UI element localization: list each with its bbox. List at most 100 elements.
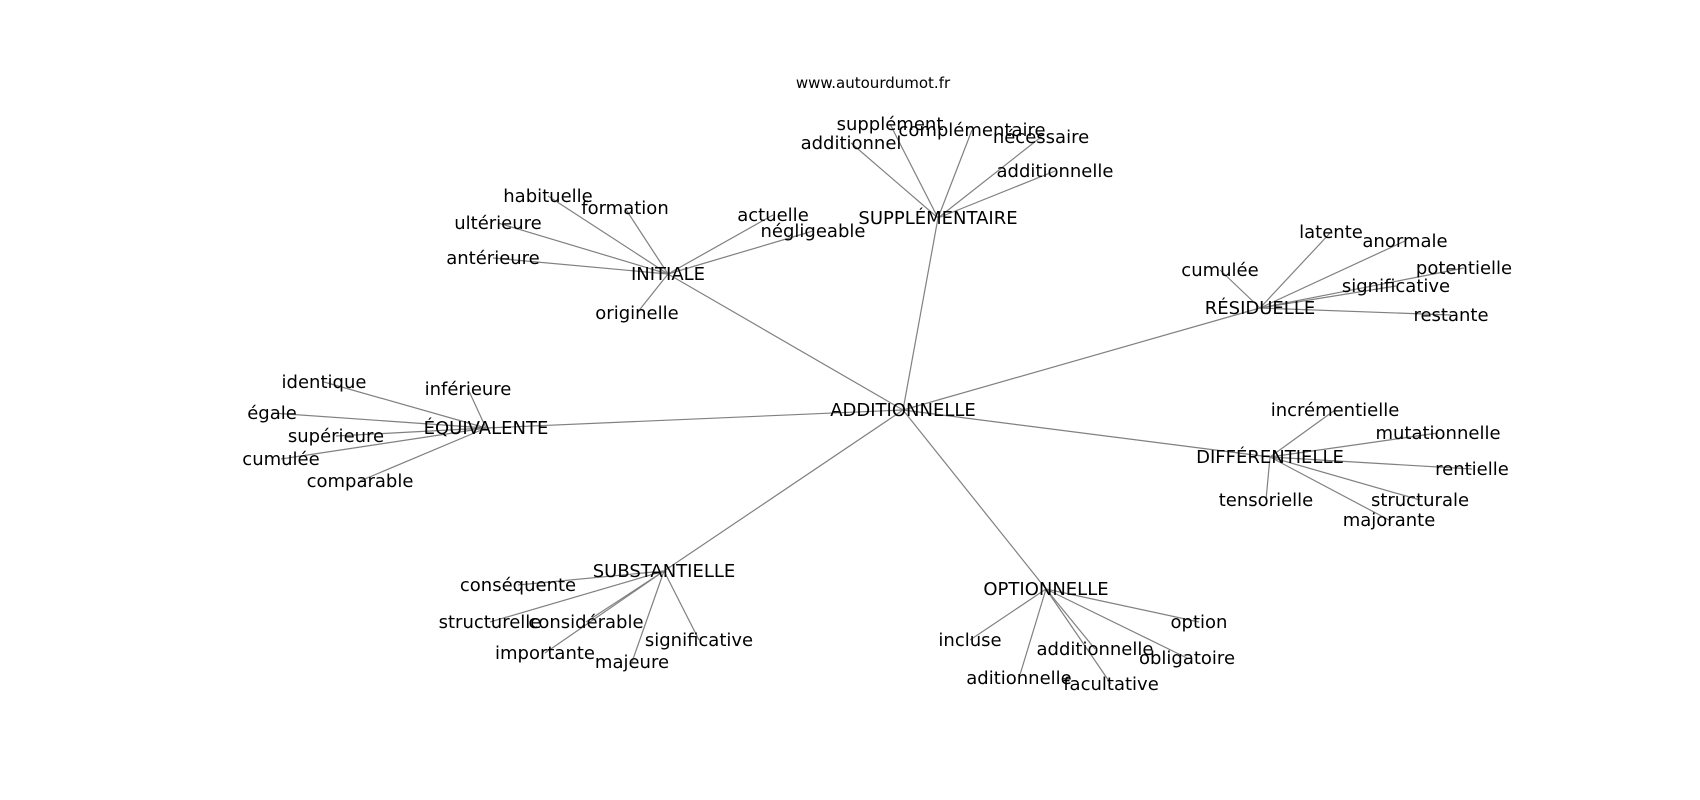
- leaf-word: anormale: [1362, 231, 1447, 252]
- leaf-word: incluse: [938, 630, 1001, 651]
- edge-hub-to-leaf: [1219, 269, 1261, 309]
- hub-word: SUPPLÉMENTAIRE: [858, 207, 1017, 229]
- edge-hub-to-leaf: [969, 588, 1047, 641]
- edge-hub-to-leaf: [335, 427, 487, 437]
- labels: ADDITIONNELLESUPPLÉMENTAIREsupplémentcom…: [242, 114, 1512, 695]
- leaf-word: considérable: [528, 612, 643, 633]
- leaf-word: potentielle: [1416, 258, 1512, 279]
- edge-hub-to-leaf: [636, 273, 669, 314]
- edge-center-to-hub: [902, 217, 939, 411]
- edge-hub-to-leaf: [497, 222, 669, 275]
- edge-hub-to-leaf: [1018, 588, 1047, 679]
- leaf-word: inférieure: [425, 379, 512, 400]
- leaf-word: additionnelle: [1037, 639, 1154, 660]
- edge-center-to-hub: [902, 409, 1271, 458]
- edge-hub-to-leaf: [1045, 588, 1188, 659]
- leaf-word: additionnelle: [997, 161, 1114, 182]
- leaf-word: majeure: [595, 652, 669, 673]
- edge-center-to-hub: [667, 273, 904, 411]
- source-label: www.autourdumot.fr: [796, 74, 951, 92]
- leaf-word: supérieure: [288, 426, 384, 447]
- edge-hub-to-leaf: [359, 427, 487, 482]
- hub-word: OPTIONNELLE: [983, 579, 1108, 600]
- leaf-word: option: [1171, 612, 1228, 633]
- leaf-word: majorante: [1343, 510, 1436, 531]
- leaf-word: formation: [581, 198, 668, 219]
- edge-center-to-hub: [902, 307, 1261, 411]
- hub-word: ÉQUIVALENTE: [424, 417, 549, 439]
- hub-word: INITIALE: [631, 264, 705, 285]
- edge-hub-to-leaf: [631, 570, 665, 663]
- edge-hub-to-leaf: [889, 123, 939, 219]
- edge-hub-to-leaf: [467, 388, 487, 429]
- edge-hub-to-leaf: [1259, 231, 1332, 309]
- leaf-word: complémentaire: [898, 120, 1045, 141]
- edge-hub-to-leaf: [323, 381, 487, 429]
- edge-hub-to-leaf: [937, 129, 973, 219]
- leaf-word: aditionnelle: [966, 668, 1072, 689]
- edge-hub-to-leaf: [1045, 588, 1096, 650]
- edge-hub-to-leaf: [517, 570, 665, 586]
- edge-hub-to-leaf: [850, 142, 939, 219]
- edge-hub-to-leaf: [547, 195, 669, 275]
- edge-hub-to-leaf: [271, 412, 487, 429]
- edge-hub-to-leaf: [1259, 240, 1406, 309]
- hub-word: RÉSIDUELLE: [1205, 297, 1315, 319]
- leaf-word: restante: [1413, 305, 1488, 326]
- leaf-word: mutationnelle: [1375, 423, 1500, 444]
- edge-hub-to-leaf: [489, 570, 665, 623]
- leaf-word: structurelle: [439, 612, 542, 633]
- leaf-word: habituelle: [503, 186, 592, 207]
- leaf-word: antérieure: [446, 248, 540, 269]
- leaf-word: comparable: [307, 471, 414, 492]
- edge-hub-to-leaf: [667, 230, 814, 275]
- leaf-word: incrémentielle: [1271, 400, 1400, 421]
- edge-hub-to-leaf: [1269, 432, 1439, 458]
- hub-word: SUBSTANTIELLE: [593, 561, 736, 582]
- leaf-word: importante: [495, 643, 595, 664]
- edge-hub-to-leaf: [1259, 285, 1397, 309]
- leaf-word: structurale: [1371, 490, 1469, 511]
- leaf-word: latente: [1299, 222, 1363, 243]
- leaf-word: négligeable: [761, 221, 866, 242]
- leaf-word: obligatoire: [1139, 648, 1235, 669]
- edge-hub-to-leaf: [1045, 588, 1112, 685]
- edge-hub-to-leaf: [280, 427, 487, 460]
- leaf-word: originelle: [595, 303, 678, 324]
- edge-hub-to-leaf: [667, 214, 774, 275]
- leaf-word: significative: [645, 630, 753, 651]
- leaf-word: nécessaire: [993, 127, 1089, 148]
- edge-hub-to-leaf: [1269, 409, 1336, 458]
- edge-center-to-hub: [902, 409, 1047, 590]
- leaf-word: supplément: [837, 114, 944, 135]
- leaf-word: significative: [1342, 276, 1450, 297]
- leaf-word: additionnel: [801, 133, 902, 154]
- center-word: ADDITIONNELLE: [830, 400, 976, 421]
- edge-hub-to-leaf: [937, 136, 1042, 219]
- leaf-word: rentielle: [1435, 459, 1509, 480]
- leaf-word: actuelle: [737, 205, 809, 226]
- edge-hub-to-leaf: [1259, 267, 1465, 309]
- edge-hub-to-leaf: [1259, 307, 1452, 316]
- edge-hub-to-leaf: [492, 257, 669, 275]
- leaf-word: identique: [282, 372, 367, 393]
- edge-center-to-hub: [663, 409, 904, 572]
- edge-hub-to-leaf: [1045, 588, 1200, 623]
- edge-hub-to-leaf: [937, 170, 1056, 219]
- edge-hub-to-leaf: [1269, 456, 1473, 470]
- hub-word: DIFFÉRENTIELLE: [1196, 446, 1344, 468]
- edge-center-to-hub: [485, 409, 904, 429]
- leaf-word: égale: [247, 403, 297, 424]
- leaf-word: cumulée: [1181, 260, 1258, 281]
- leaf-word: tensorielle: [1219, 490, 1313, 511]
- leaf-word: facultative: [1063, 674, 1159, 695]
- leaf-word: conséquente: [460, 575, 576, 596]
- edge-hub-to-leaf: [1265, 456, 1271, 501]
- edge-hub-to-leaf: [1269, 456, 1421, 501]
- leaf-word: cumulée: [242, 449, 319, 470]
- edge-hub-to-leaf: [1269, 456, 1390, 521]
- edge-hub-to-leaf: [544, 570, 665, 654]
- edge-hub-to-leaf: [624, 207, 669, 275]
- edge-hub-to-leaf: [663, 570, 700, 641]
